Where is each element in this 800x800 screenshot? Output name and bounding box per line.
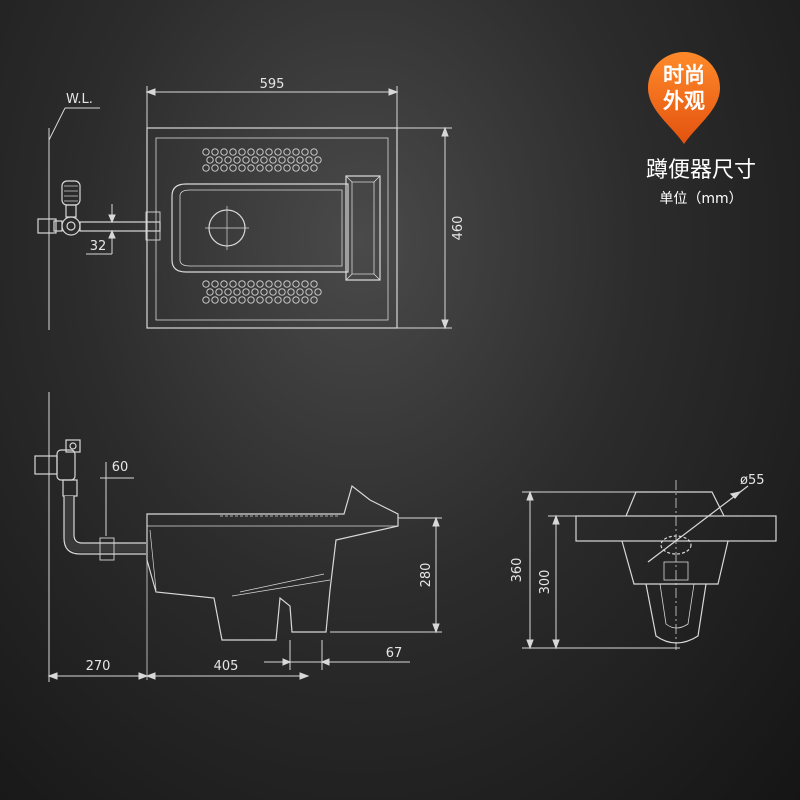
page-title: 蹲便器尺寸	[645, 158, 756, 183]
label-360: 360	[510, 558, 525, 583]
foot-rest-holes-top	[202, 148, 322, 172]
badge-line-2: 外观	[663, 89, 705, 113]
label-595: 595	[260, 77, 285, 92]
label-270: 270	[86, 659, 111, 674]
label-67: 67	[386, 646, 403, 661]
label-32: 32	[90, 239, 107, 254]
side-view-body	[146, 484, 399, 641]
label-60: 60	[112, 460, 129, 475]
label-wl: W.L.	[66, 92, 93, 107]
side-view-dimensions	[47, 462, 442, 680]
badge-pin-icon	[648, 52, 720, 144]
feature-badge: 时尚 外观	[646, 50, 722, 146]
bowl-opening	[171, 183, 349, 273]
top-view	[37, 107, 398, 330]
unit-label: 单位（mm）	[659, 191, 743, 207]
front-view	[575, 480, 777, 650]
top-view-outline	[146, 127, 398, 329]
front-view-dimensions	[522, 490, 680, 650]
rear-hood	[345, 175, 381, 281]
side-view	[34, 392, 399, 682]
label-405: 405	[214, 659, 239, 674]
label-diameter-55: ø55	[740, 473, 765, 488]
foot-rest-holes-bottom	[202, 280, 322, 304]
label-280: 280	[419, 563, 434, 588]
label-460: 460	[451, 216, 466, 241]
label-300: 300	[538, 570, 553, 595]
flush-valve-top	[37, 180, 81, 236]
inlet-pipe-top	[79, 221, 161, 232]
flush-valve-side	[34, 439, 146, 561]
top-view-dimensions	[86, 86, 452, 330]
badge-line-1: 时尚	[663, 63, 705, 87]
